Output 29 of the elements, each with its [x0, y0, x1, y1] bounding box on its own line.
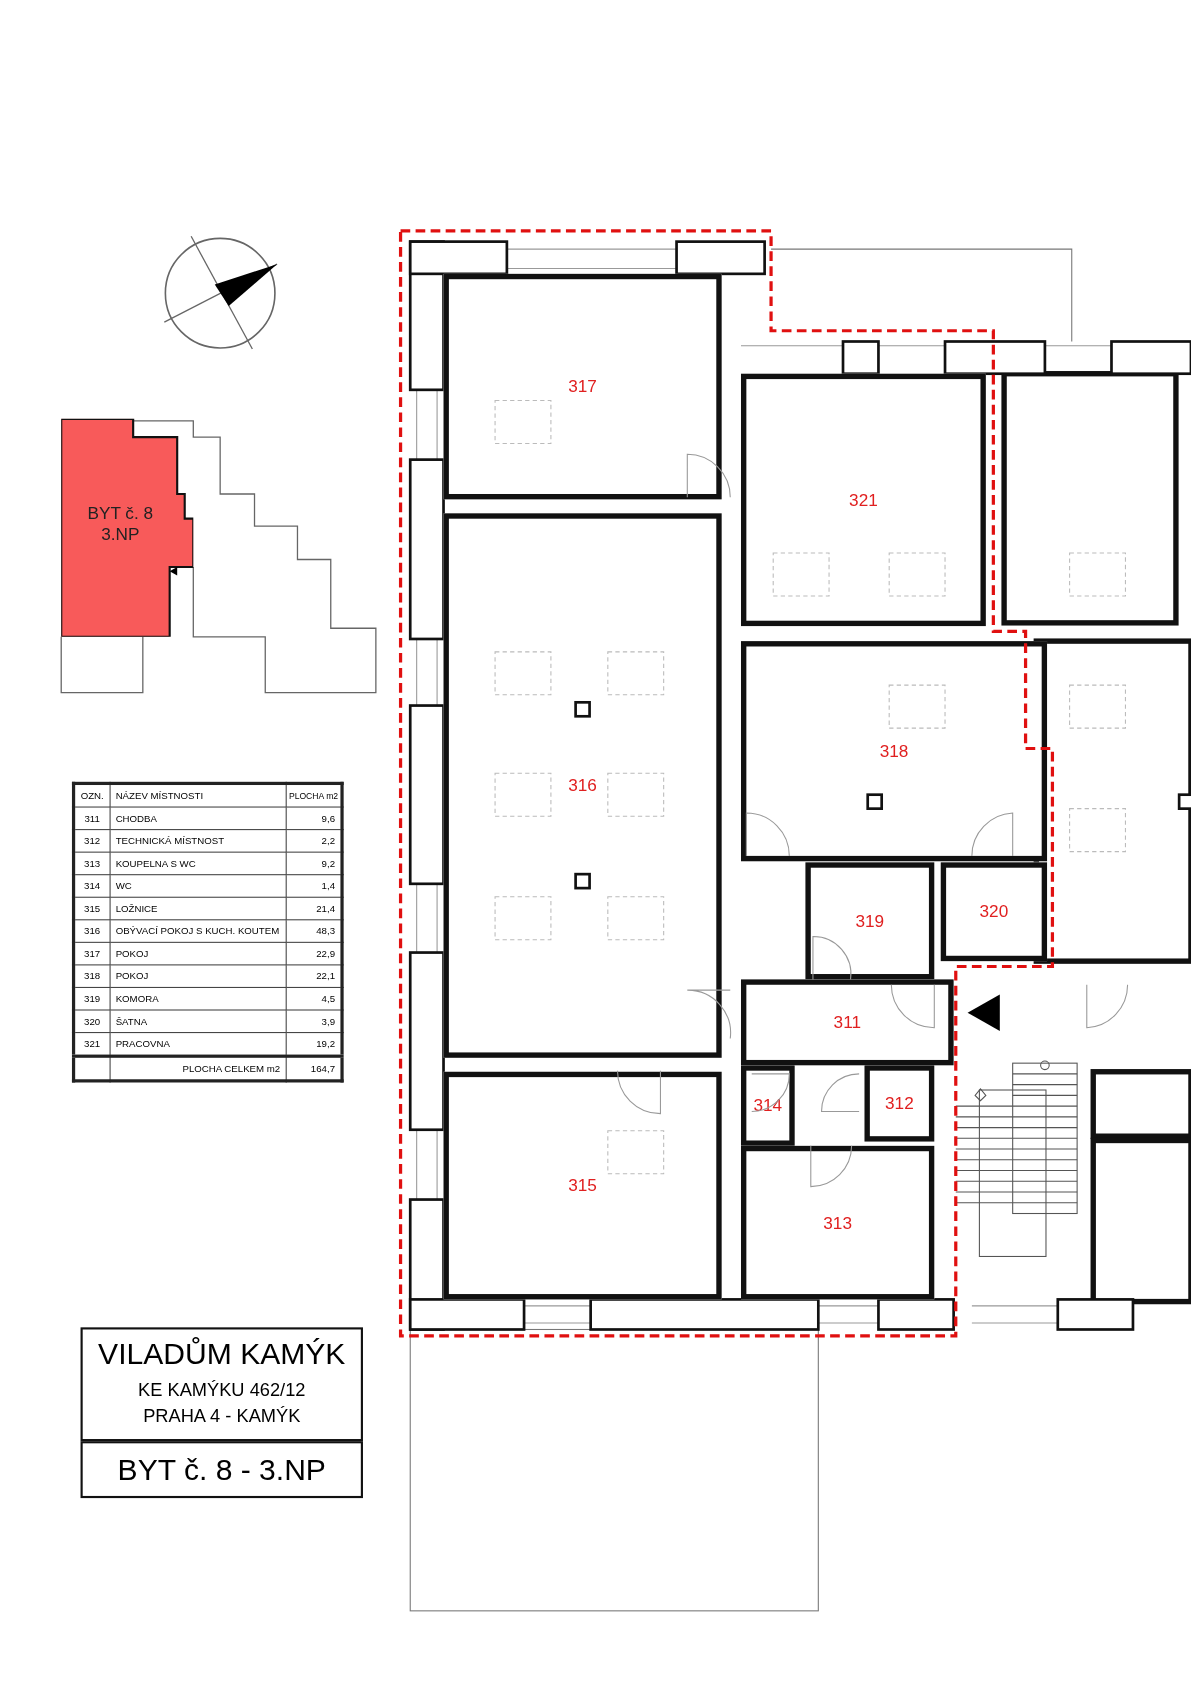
address-text: KE KAMÝKU 462/12 PRAHA 4 - KAMÝK	[137, 1378, 307, 1429]
room-number: 312	[885, 1093, 914, 1114]
room-number: 313	[823, 1212, 852, 1233]
room	[805, 862, 935, 980]
room-number: 314	[753, 1095, 783, 1116]
room	[741, 641, 1048, 862]
apartment-highlight	[61, 418, 194, 637]
room	[741, 1145, 935, 1300]
title-text: VILADŮM KAMÝK	[98, 1337, 346, 1372]
apartment-label: BYT č. 8 3.NP	[86, 502, 155, 546]
room	[940, 862, 1048, 962]
room	[443, 273, 722, 500]
room	[741, 373, 986, 627]
room-number: 318	[879, 741, 909, 761]
room-number: 317	[568, 376, 597, 397]
room-number: 316	[568, 775, 597, 796]
room	[741, 1065, 795, 1146]
room	[741, 979, 954, 1066]
room-number: 321	[849, 490, 878, 510]
room-number: 320	[979, 902, 1009, 922]
title-block-panel	[80, 1441, 363, 1499]
title-text: BYT č. 8 - 3.NP	[117, 1452, 326, 1487]
room	[443, 1071, 722, 1300]
title-block-panel	[80, 1327, 363, 1442]
room-number: 315	[568, 1175, 597, 1196]
room-number: 319	[855, 911, 885, 931]
room-number: 311	[833, 1012, 861, 1032]
room	[443, 513, 722, 1058]
room	[864, 1065, 935, 1142]
